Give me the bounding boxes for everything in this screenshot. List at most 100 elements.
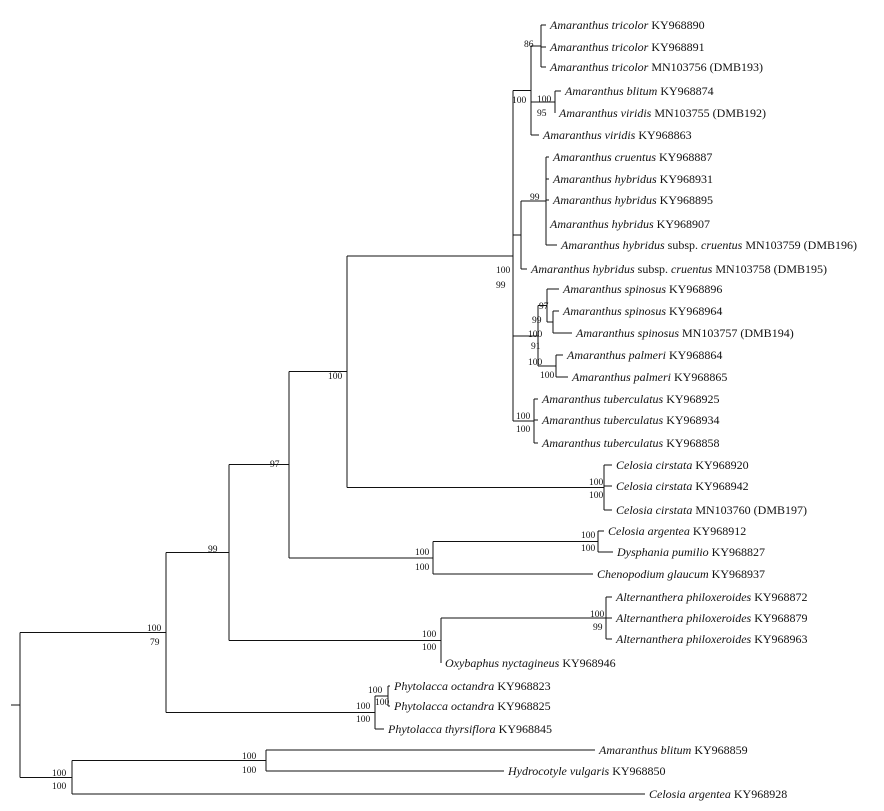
support-value: 100 [242, 752, 257, 762]
accession-number: KY968850 [609, 764, 665, 778]
species-name: Amaranthus hybridus [530, 262, 635, 276]
support-value: 99 [530, 193, 540, 203]
taxon-label: Amaranthus hybridus KY968895 [552, 193, 713, 207]
taxon-label: Amaranthus blitum KY968859 [598, 743, 748, 757]
support-value: 100 [52, 769, 67, 779]
accession-number: KY968937 [709, 567, 765, 581]
taxon-label: Hydrocotyle vulgaris KY968850 [507, 764, 666, 778]
support-value: 100 [415, 563, 430, 573]
taxon-label: Amaranthus palmeri KY968865 [571, 370, 727, 384]
accession-number: KY968859 [691, 743, 747, 757]
taxon-label: Amaranthus hybridus subsp. cruentus MN10… [560, 238, 857, 252]
accession-number: MN103760 (DMB197) [692, 503, 807, 517]
accession-number: KY968964 [666, 304, 722, 318]
accession-number: KY968874 [657, 84, 713, 98]
species-name: Amaranthus hybridus [552, 193, 657, 207]
support-value: 100 [581, 544, 596, 554]
support-value: 100 [52, 782, 67, 792]
taxon-label: Amaranthus tuberculatus KY968925 [541, 392, 720, 406]
support-value: 100 [589, 491, 604, 501]
support-value: 97 [270, 460, 280, 470]
taxon-label: Amaranthus tricolor KY968891 [549, 40, 705, 54]
species-name: Amaranthus tuberculatus [541, 413, 664, 427]
accession-number: KY968823 [494, 679, 550, 693]
accession-number: MN103758 (DMB195) [712, 262, 827, 276]
species-name: Amaranthus tricolor [549, 60, 649, 74]
accession-number: KY968864 [666, 348, 722, 362]
taxon-label: Phytolacca octandra KY968823 [393, 679, 551, 693]
support-value: 99 [593, 623, 603, 633]
accession-number: KY968963 [751, 632, 807, 646]
accession-number: KY968845 [496, 722, 552, 736]
taxon-label: Amaranthus cruentus KY968887 [552, 150, 712, 164]
support-value: 100 [537, 95, 552, 105]
accession-number: KY968920 [692, 458, 748, 472]
species-name: Celosia cirstata [616, 479, 692, 493]
accession-number: KY968890 [648, 18, 704, 32]
support-value: 100 [589, 478, 604, 488]
support-value: 100 [540, 371, 555, 381]
accession-number: MN103759 (DMB196) [742, 238, 857, 252]
accession-number: KY968942 [692, 479, 748, 493]
species-name: Amaranthus tricolor [549, 40, 649, 54]
taxon-label: Amaranthus tricolor MN103756 (DMB193) [549, 60, 763, 74]
species-name: Celosia argentea [608, 524, 690, 538]
support-value: 100 [496, 266, 511, 276]
taxon-label: Alternanthera philoxeroides KY968879 [615, 611, 808, 625]
taxon-label: Celosia argentea KY968912 [608, 524, 746, 538]
support-value: 99 [208, 545, 218, 555]
accession-number: KY968887 [656, 150, 712, 164]
species-name: Amaranthus cruentus [552, 150, 656, 164]
taxon-label: Amaranthus hybridus KY968931 [552, 172, 713, 186]
accession-number: KY968865 [671, 370, 727, 384]
support-value: 100 [375, 698, 390, 708]
taxon-label: Celosia argentea KY968928 [649, 787, 787, 801]
species-name: Amaranthus spinosus [575, 326, 679, 340]
taxon-label: Amaranthus spinosus KY968896 [562, 282, 722, 296]
species-name: Amaranthus tuberculatus [541, 392, 664, 406]
support-value: 100 [242, 766, 257, 776]
species-name: Phytolacca thyrsiflora [387, 722, 496, 736]
support-value: 95 [537, 109, 547, 119]
subspecies-name: cruentus [671, 262, 713, 276]
support-value: 86 [524, 40, 534, 50]
subspecies-name: cruentus [701, 238, 743, 252]
accession-number: KY968946 [559, 656, 615, 670]
accession-number: MN103756 (DMB193) [648, 60, 763, 74]
support-value: 99 [496, 281, 506, 291]
support-value: 100 [356, 702, 371, 712]
taxon-label: Phytolacca octandra KY968825 [393, 699, 551, 713]
support-value: 100 [590, 610, 605, 620]
taxon-label: Celosia cirstata KY968920 [616, 458, 749, 472]
species-name: Amaranthus blitum [598, 743, 692, 757]
accession-number: KY968907 [654, 217, 710, 231]
support-value: 100 [422, 643, 437, 653]
species-name: Amaranthus tricolor [549, 18, 649, 32]
species-name: Amaranthus viridis [558, 106, 652, 120]
accession-number: KY968934 [663, 413, 719, 427]
taxon-label: Alternanthera philoxeroides KY968872 [615, 590, 808, 604]
taxon-label: Amaranthus viridis MN103755 (DMB192) [558, 106, 766, 120]
support-value: 97 [539, 302, 549, 312]
species-name: Amaranthus palmeri [571, 370, 671, 384]
taxon-label: Amaranthus blitum KY968874 [564, 84, 714, 98]
accession-number: KY968931 [657, 172, 713, 186]
support-value: 100 [415, 548, 430, 558]
species-name: Hydrocotyle vulgaris [507, 764, 610, 778]
support-value: 100 [528, 330, 543, 340]
species-name: Amaranthus hybridus [552, 172, 657, 186]
support-value: 100 [328, 372, 343, 382]
accession-number: KY968879 [751, 611, 807, 625]
support-value: 100 [356, 715, 371, 725]
support-value: 99 [532, 316, 542, 326]
species-name: Amaranthus spinosus [562, 282, 666, 296]
taxon-label: Amaranthus spinosus KY968964 [562, 304, 722, 318]
support-value: 100 [581, 531, 596, 541]
species-name: Amaranthus tuberculatus [541, 436, 664, 450]
taxon-label: Amaranthus spinosus MN103757 (DMB194) [575, 326, 794, 340]
taxon-label: Alternanthera philoxeroides KY968963 [615, 632, 808, 646]
taxon-label: Chenopodium glaucum KY968937 [597, 567, 765, 581]
accession-number: KY968925 [663, 392, 719, 406]
taxon-label: Amaranthus viridis KY968863 [542, 128, 692, 142]
